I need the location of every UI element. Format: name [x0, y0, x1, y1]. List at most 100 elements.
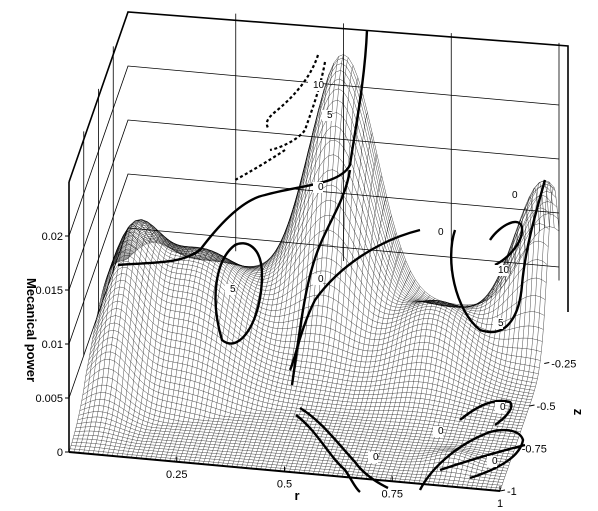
mesh-line-z — [198, 265, 258, 464]
mesh-line-z — [461, 233, 521, 488]
mesh-line-z — [159, 248, 220, 461]
mesh-line-z — [399, 301, 459, 482]
contour-label: 10 — [313, 80, 325, 91]
contour-line — [295, 414, 361, 493]
contour-line — [459, 399, 513, 426]
contour-label-bg — [507, 190, 517, 201]
contour-label-bg — [495, 402, 505, 413]
mesh-line-z — [202, 263, 263, 465]
contour-label: 0 — [318, 182, 324, 193]
contour-line — [299, 406, 389, 490]
mesh-line-z — [246, 164, 306, 469]
contour-label: 0 — [373, 452, 379, 463]
mesh-line-z — [365, 291, 426, 479]
z-depth-axis-title: z — [571, 409, 586, 416]
contour-label: 0 — [492, 456, 498, 467]
depth-tick-mark — [514, 447, 520, 449]
mesh-line-z — [289, 57, 349, 472]
mesh-line-z — [284, 54, 344, 472]
contour-label-bg — [487, 456, 497, 467]
mesh-line-z — [222, 240, 282, 466]
contour-line — [117, 29, 369, 267]
mesh-line-r — [112, 219, 544, 332]
mesh-line-z — [111, 230, 172, 456]
mesh-line-z — [317, 154, 378, 475]
mesh-line-z — [308, 112, 368, 474]
mesh-line-z — [78, 241, 138, 453]
r-tick-label: 0.5 — [277, 479, 292, 491]
mesh-line-z — [107, 225, 167, 456]
mesh-line-z — [346, 260, 406, 478]
mesh-line-z — [322, 175, 382, 476]
mesh-line-z — [73, 251, 133, 453]
mesh-line-z — [236, 201, 296, 468]
mesh-line-z — [178, 258, 239, 463]
r-tick-label: 1 — [497, 498, 503, 510]
mesh-line-z — [293, 65, 354, 473]
mesh-line-r — [109, 221, 541, 361]
wall-height-gridline — [68, 227, 560, 399]
mesh-line-z — [380, 300, 440, 481]
mesh-line-z — [303, 93, 363, 474]
mesh-line-z — [337, 232, 397, 477]
mesh-line-z — [375, 298, 435, 480]
mesh-line-z — [423, 302, 483, 485]
z-tick-label: 0 — [57, 447, 63, 459]
mesh-line-z — [102, 221, 162, 456]
mesh-line-z — [183, 261, 243, 463]
contour-label: 5 — [498, 318, 504, 329]
mesh-line-z — [442, 280, 502, 486]
depth-tick-label: -0.25 — [551, 359, 576, 371]
mesh-line-z — [432, 295, 493, 485]
contour-label: 5 — [327, 110, 333, 121]
mesh-line-z — [413, 304, 473, 484]
mesh-line-z — [260, 105, 320, 470]
z-tick-label: 0.015 — [35, 285, 63, 297]
contour-line — [265, 54, 320, 129]
contour-label: 0 — [500, 402, 506, 413]
contour-label-bg — [368, 452, 378, 463]
z-axis-tick-labels: -0.25-0.5-0.75-1 — [499, 359, 576, 498]
contour-label-bg — [433, 426, 443, 437]
mesh-line-r — [117, 169, 549, 309]
mesh-line-z — [217, 249, 277, 466]
mesh-line-z — [279, 56, 339, 472]
contour-line — [449, 179, 547, 334]
mesh-line-z — [68, 258, 129, 453]
mesh-line-z — [135, 245, 196, 459]
contour-label-bg — [493, 265, 508, 276]
mesh-line-z — [155, 247, 215, 460]
mesh-line-z — [116, 234, 177, 457]
contour-label-bg — [225, 284, 235, 295]
contour-line — [418, 428, 525, 491]
r-tick-labels: 0.250.50.751 — [166, 456, 503, 510]
contour-label: 5 — [230, 284, 236, 295]
contour-lines — [117, 29, 547, 493]
mesh-line-z — [389, 300, 450, 482]
mesh-line-z — [269, 73, 330, 471]
mesh-line-z — [140, 246, 200, 459]
wall-height-gridline — [68, 119, 560, 291]
mesh-line-z — [169, 252, 229, 462]
mesh-line-z — [174, 255, 234, 462]
mesh-line-r — [121, 99, 554, 308]
mesh-line-z — [370, 295, 430, 480]
r-tick-label: 0.75 — [382, 488, 403, 500]
mesh-line-r — [72, 438, 504, 480]
contour-line — [214, 242, 264, 345]
depth-tick-mark — [529, 404, 535, 407]
mesh-line-z — [145, 246, 205, 459]
contour-label: 0 — [512, 190, 518, 201]
contour-label: 0 — [318, 274, 324, 285]
contour-line — [234, 149, 286, 181]
mesh-line-z — [226, 230, 287, 467]
mesh-line-z — [418, 303, 478, 484]
grid-lines — [68, 13, 560, 399]
mesh-line-z — [404, 303, 464, 483]
z-tick-label: 0.02 — [42, 231, 63, 243]
depth-tick-mark — [499, 489, 506, 492]
mesh-line-z — [490, 180, 550, 491]
mesh-line-z — [394, 300, 454, 482]
